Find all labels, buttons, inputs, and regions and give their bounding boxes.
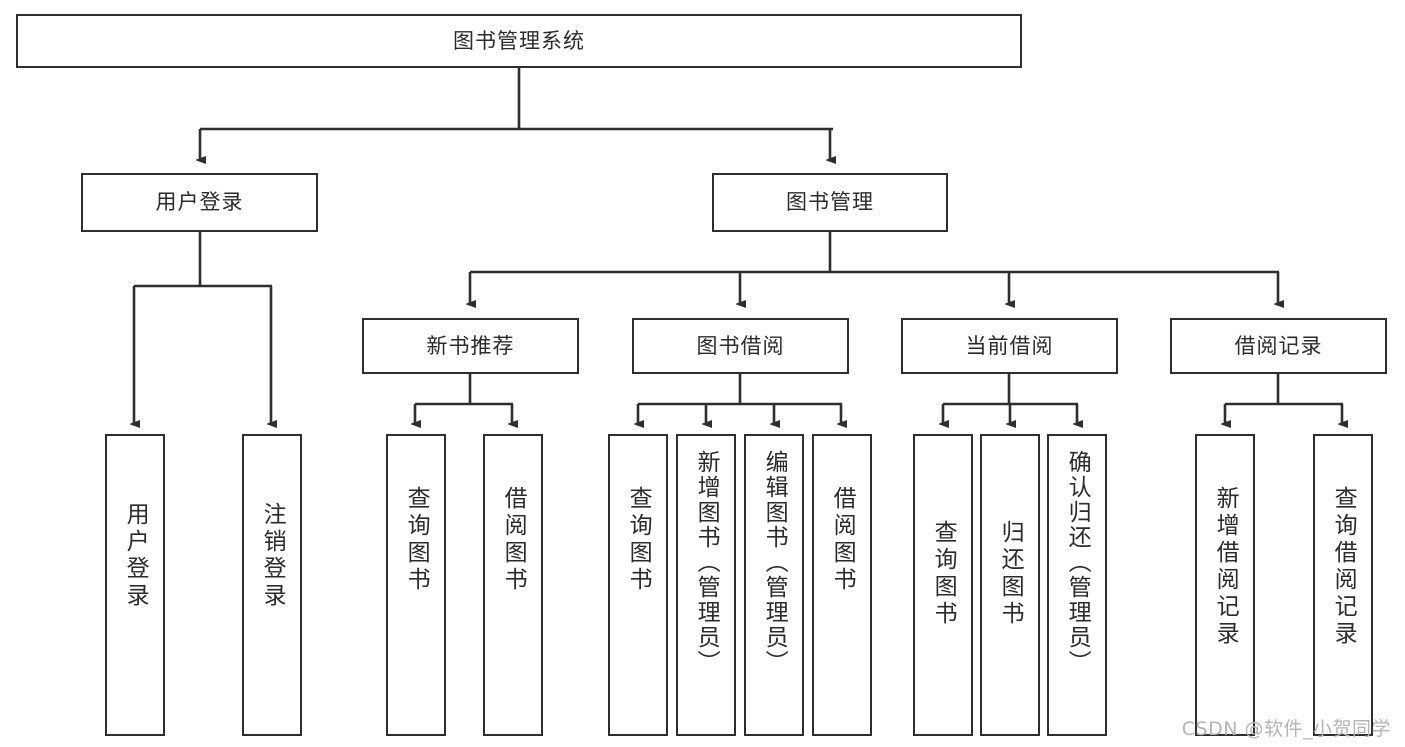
node-label: 编辑图书（管理员）: [761, 450, 788, 675]
node-root-system[interactable]: 图书管理系统: [16, 14, 1022, 68]
node-label: 查询借阅记录: [1330, 486, 1357, 648]
node-label: 图书借阅: [696, 333, 785, 358]
node-label: 当前借阅: [965, 333, 1054, 358]
watermark-credit: CSDN @软件_小贺同学: [1181, 718, 1391, 740]
leaf-add-borrow-record[interactable]: 新增借阅记录: [1195, 434, 1255, 736]
node-user-login[interactable]: 用户登录: [81, 173, 318, 232]
leaf-logout[interactable]: 注销登录: [242, 434, 302, 736]
node-label: 用户登录: [122, 502, 149, 610]
node-label: 注销登录: [259, 502, 286, 610]
node-book-management[interactable]: 图书管理: [712, 173, 948, 232]
node-label: 新增借阅记录: [1212, 486, 1239, 648]
leaf-query-book-current[interactable]: 查询图书: [913, 434, 973, 736]
node-label: 借阅图书: [500, 486, 527, 594]
leaf-edit-book-admin[interactable]: 编辑图书（管理员）: [744, 434, 804, 736]
leaf-borrow-book[interactable]: 借阅图书: [812, 434, 872, 736]
node-label: 新书推荐: [426, 333, 515, 358]
node-label: 归还图书: [997, 520, 1024, 628]
leaf-borrow-book-newbook[interactable]: 借阅图书: [483, 434, 543, 736]
node-label: 借阅记录: [1234, 333, 1323, 358]
node-label: 确认归还（管理员）: [1064, 450, 1091, 675]
node-current-borrow[interactable]: 当前借阅: [901, 318, 1118, 374]
leaf-query-book-newbook[interactable]: 查询图书: [386, 434, 446, 736]
leaf-return-book[interactable]: 归还图书: [980, 434, 1040, 736]
node-label: 借阅图书: [829, 486, 856, 594]
node-label: 图书管理: [786, 190, 874, 215]
node-label: 图书管理系统: [453, 28, 585, 53]
node-label: 查询图书: [930, 520, 957, 628]
node-label: 新增图书（管理员）: [693, 450, 720, 675]
node-label: 查询图书: [625, 486, 652, 594]
leaf-query-book-borrow[interactable]: 查询图书: [608, 434, 668, 736]
node-borrow-records[interactable]: 借阅记录: [1170, 318, 1387, 374]
node-label: 用户登录: [155, 190, 244, 215]
leaf-confirm-return-admin[interactable]: 确认归还（管理员）: [1047, 434, 1107, 736]
leaf-user-login[interactable]: 用户登录: [105, 434, 165, 736]
leaf-add-book-admin[interactable]: 新增图书（管理员）: [676, 434, 736, 736]
node-book-borrow[interactable]: 图书借阅: [632, 318, 849, 374]
node-new-book-recommend[interactable]: 新书推荐: [362, 318, 579, 374]
node-label: 查询图书: [403, 486, 430, 594]
leaf-query-borrow-record[interactable]: 查询借阅记录: [1313, 434, 1373, 736]
